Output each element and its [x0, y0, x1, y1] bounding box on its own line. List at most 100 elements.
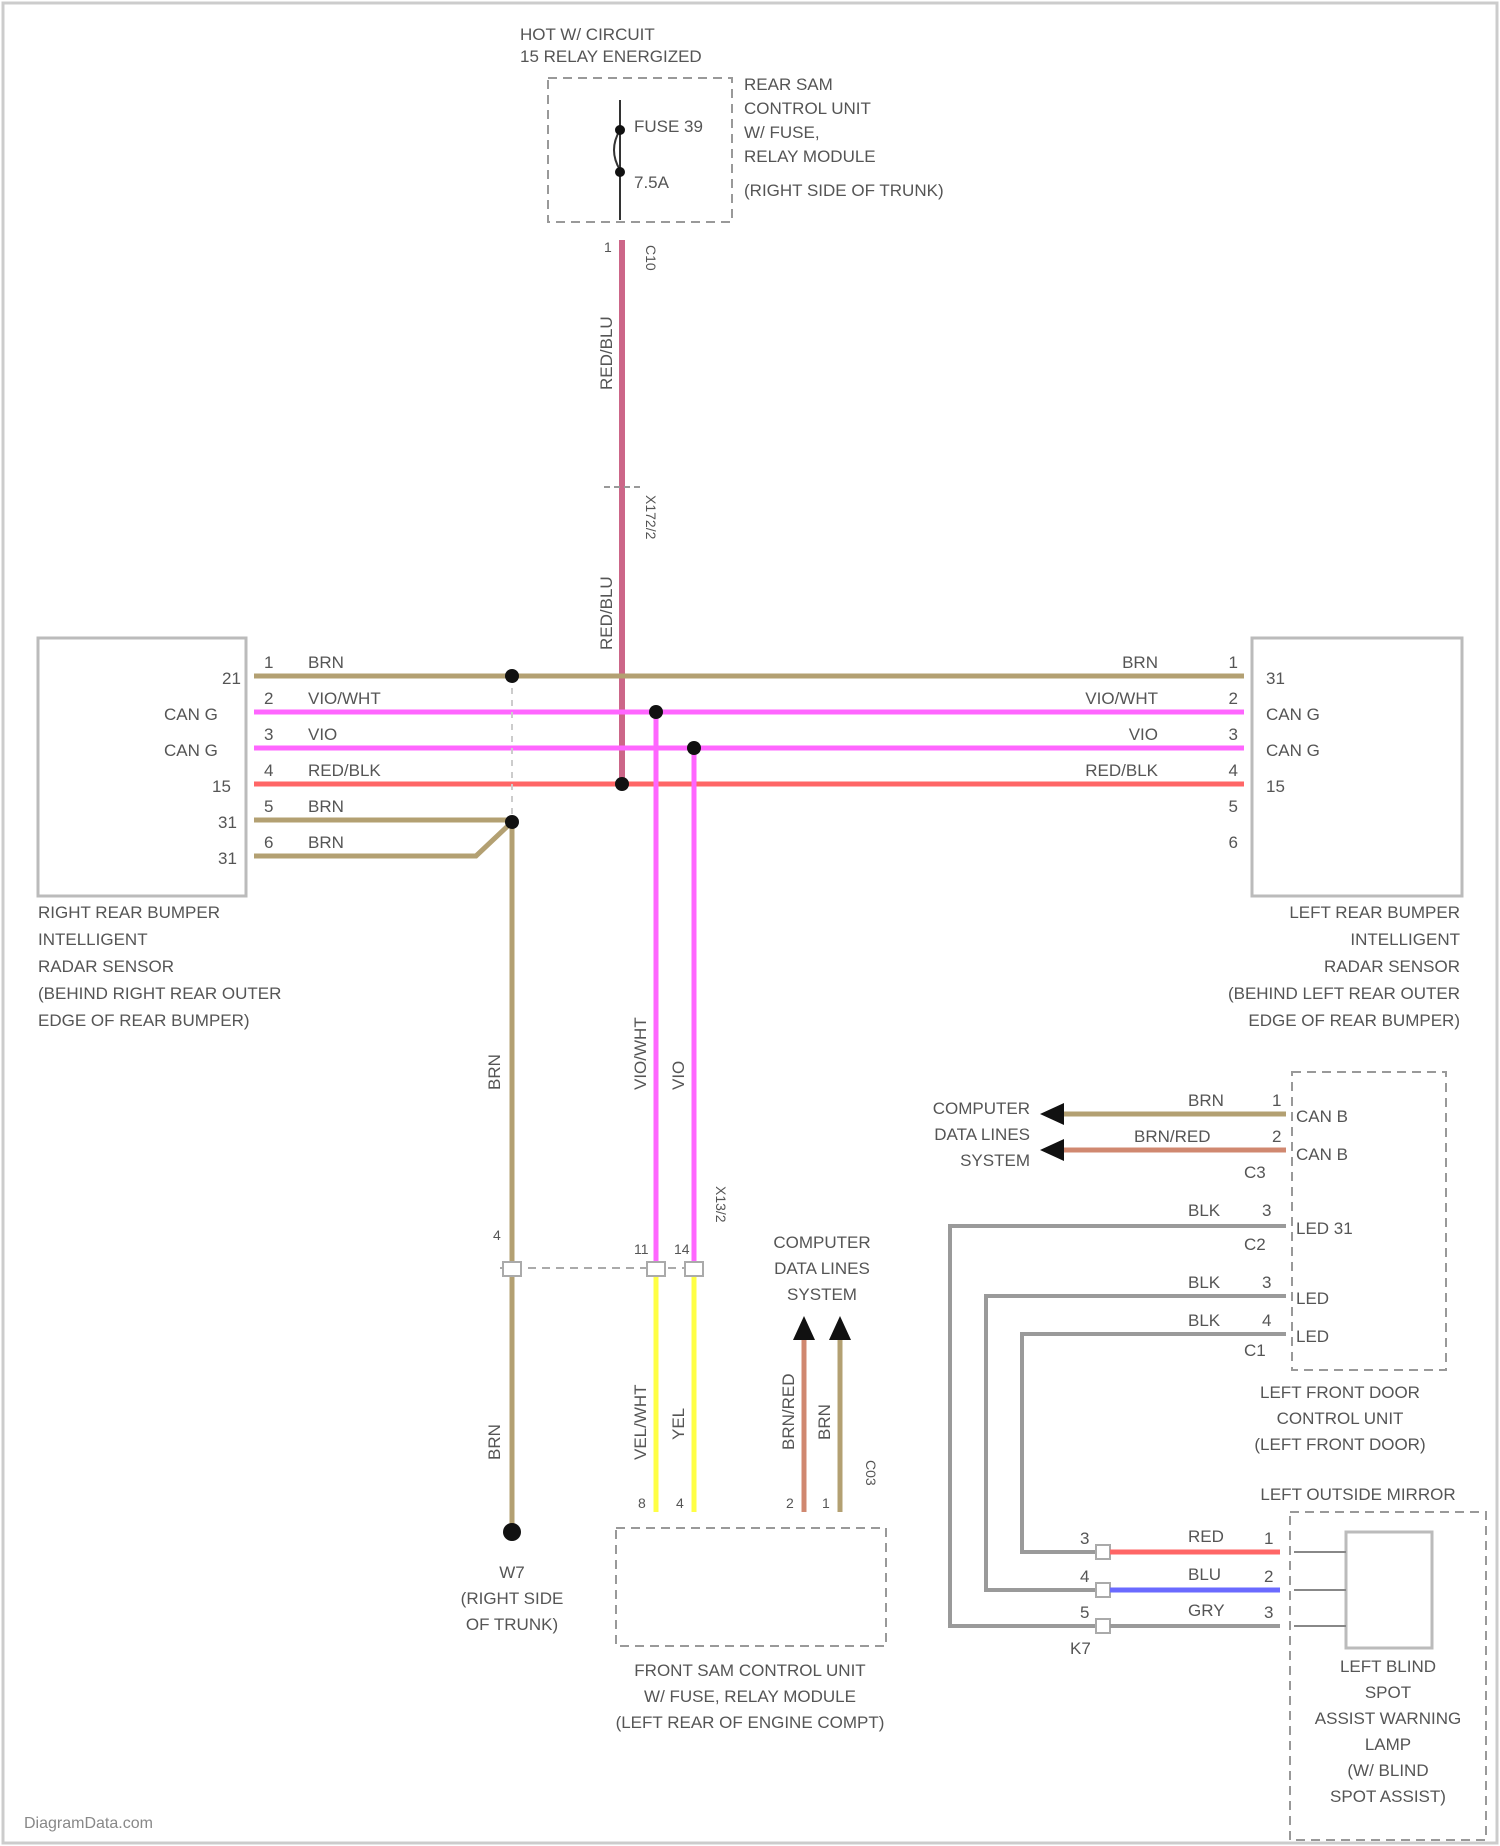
- blind-spot-lamp: [1346, 1532, 1432, 1648]
- splice-vio: [687, 741, 701, 755]
- left-wire-pin-2: 2: [1229, 689, 1238, 708]
- pin-feed-top: 1: [604, 239, 612, 255]
- blk-label-2: BLK: [1188, 1273, 1221, 1292]
- left-wire-pin-1: 1: [1229, 653, 1238, 672]
- right-sensor-label-3: RADAR SENSOR: [38, 957, 174, 976]
- front-sam-label-3: (LEFT REAR OF ENGINE COMPT): [616, 1713, 885, 1732]
- door-pin-led31: LED 31: [1296, 1219, 1353, 1238]
- left-sensor-pin-15: 15: [1266, 777, 1285, 796]
- cdl-label-2-lower: DATA LINES: [774, 1259, 870, 1278]
- front-sam-label-2: W/ FUSE, RELAY MODULE: [644, 1687, 856, 1706]
- splice-brn: [505, 669, 519, 683]
- lamp-pin-3-label: 3: [1264, 1603, 1273, 1622]
- right-wire-pin-2: 2: [264, 689, 273, 708]
- arrow-up-icon: [829, 1316, 851, 1340]
- door-c2-label: C2: [1244, 1235, 1266, 1254]
- x13-pin-label-11: 11: [634, 1241, 649, 1257]
- door-unit-label-2: CONTROL UNIT: [1277, 1409, 1404, 1428]
- left-wire-vio: VIO: [1129, 725, 1158, 744]
- door-pin-3a-label: 3: [1262, 1201, 1271, 1220]
- red-wire-label: RED: [1188, 1527, 1224, 1546]
- arrow-up-icon: [793, 1316, 815, 1340]
- rear-sam-box: [548, 78, 732, 222]
- brn-lower-label: BRN: [485, 1424, 504, 1460]
- vio-wht-drop-label: VIO/WHT: [631, 1017, 650, 1090]
- fuse-name: FUSE 39: [634, 117, 703, 136]
- front-sam-box: [616, 1528, 886, 1646]
- yel-label: YEL: [669, 1408, 688, 1440]
- wire-red-blu-label-2: RED/BLU: [597, 576, 616, 650]
- left-sensor-pin-31: 31: [1266, 669, 1285, 688]
- front-sam-pin-8: 8: [638, 1495, 646, 1511]
- right-sensor-label-5: EDGE OF REAR BUMPER): [38, 1011, 250, 1030]
- wire-red-blu-label-1: RED/BLU: [597, 316, 616, 390]
- conn-x172-label: X172/2: [643, 495, 659, 540]
- right-wire-vio: VIO: [308, 725, 337, 744]
- ground-label-1: W7: [499, 1563, 525, 1582]
- right-wire-pin-5: 5: [264, 797, 273, 816]
- lamp-label-4: LAMP: [1365, 1735, 1411, 1754]
- right-wire-pin-4: 4: [264, 761, 273, 780]
- arrow-left-icon: [1040, 1103, 1064, 1125]
- lamp-pin-1-label: 1: [1264, 1529, 1273, 1548]
- rear-sam-label-4: RELAY MODULE: [744, 147, 876, 166]
- splice-red-blk: [615, 777, 629, 791]
- left-wire-red-blk: RED/BLK: [1085, 761, 1158, 780]
- fuse-rating: 7.5A: [634, 173, 670, 192]
- ground-point: [503, 1523, 521, 1541]
- hot-circuit-label: HOT W/ CIRCUIT: [520, 25, 655, 44]
- cdl-label-3-lower: SYSTEM: [787, 1285, 857, 1304]
- left-wire-pin-5: 5: [1229, 797, 1238, 816]
- right-sensor-label-2: INTELLIGENT: [38, 930, 148, 949]
- right-wire-red-blk: RED/BLK: [308, 761, 381, 780]
- lamp-label-5: (W/ BLIND: [1347, 1761, 1428, 1780]
- right-sensor-label-1: RIGHT REAR BUMPER: [38, 903, 220, 922]
- door-brn-red-label: BRN/RED: [1134, 1127, 1211, 1146]
- watermark: DiagramData.com: [24, 1815, 153, 1832]
- left-wire-vio-wht: VIO/WHT: [1085, 689, 1158, 708]
- door-pin-3b-label: 3: [1262, 1273, 1271, 1292]
- blk-wire-led31: [950, 1226, 1286, 1626]
- conn-c10-label: C10: [643, 245, 659, 271]
- right-wire-pin-1: 1: [264, 653, 273, 672]
- front-sam-pin-12: 2: [786, 1495, 794, 1511]
- right-sensor-pin-can-g-1: CAN G: [164, 705, 218, 724]
- right-sensor-pin-31b: 31: [218, 849, 237, 868]
- conn-k7-label: K7: [1070, 1639, 1091, 1658]
- lamp-label-2: SPOT: [1365, 1683, 1411, 1702]
- mirror-conn-pin-4: [1096, 1583, 1110, 1597]
- right-wire-pin-3: 3: [264, 725, 273, 744]
- gry-wire-label: GRY: [1188, 1601, 1225, 1620]
- cdl-label-1-upper: COMPUTER: [933, 1099, 1030, 1118]
- left-sensor-pin-can-g-2: CAN G: [1266, 741, 1320, 760]
- door-c3-label: C3: [1244, 1163, 1266, 1182]
- mirror-pin-4: 4: [1080, 1567, 1089, 1586]
- brn-wire-pin6: [254, 822, 512, 856]
- vel-wht-label: VEL/WHT: [631, 1384, 650, 1460]
- blk-label-1: BLK: [1188, 1201, 1221, 1220]
- mirror-pin-5: 5: [1080, 1603, 1089, 1622]
- right-sensor-pin-31a: 31: [218, 813, 237, 832]
- left-wire-pin-3: 3: [1229, 725, 1238, 744]
- door-pin-can-b-2: CAN B: [1296, 1145, 1348, 1164]
- arrow-left-icon: [1040, 1139, 1064, 1161]
- right-wire-pin-6: 6: [264, 833, 273, 852]
- lamp-label-6: SPOT ASSIST): [1330, 1787, 1446, 1806]
- left-sensor-label-3: RADAR SENSOR: [1324, 957, 1460, 976]
- left-wire-brn: BRN: [1122, 653, 1158, 672]
- x13-pin-label-4: 4: [493, 1227, 501, 1243]
- relay-energized-label: 15 RELAY ENERGIZED: [520, 47, 702, 66]
- brn-drop-label: BRN: [485, 1054, 504, 1090]
- right-sensor-pin-15: 15: [212, 777, 231, 796]
- blu-wire-label: BLU: [1188, 1565, 1221, 1584]
- x13-pin-vio-wht: [647, 1262, 665, 1276]
- mirror-title: LEFT OUTSIDE MIRROR: [1260, 1485, 1455, 1504]
- blk-label-3: BLK: [1188, 1311, 1221, 1330]
- door-pin-can-b-1: CAN B: [1296, 1107, 1348, 1126]
- door-c1-label: C1: [1244, 1341, 1266, 1360]
- rear-sam-label-2: CONTROL UNIT: [744, 99, 871, 118]
- right-rear-radar-sensor-box: [38, 638, 246, 896]
- mirror-conn-pin-3: [1096, 1545, 1110, 1559]
- rear-sam-label-5: (RIGHT SIDE OF TRUNK): [744, 181, 944, 200]
- ground-label-3: OF TRUNK): [466, 1615, 558, 1634]
